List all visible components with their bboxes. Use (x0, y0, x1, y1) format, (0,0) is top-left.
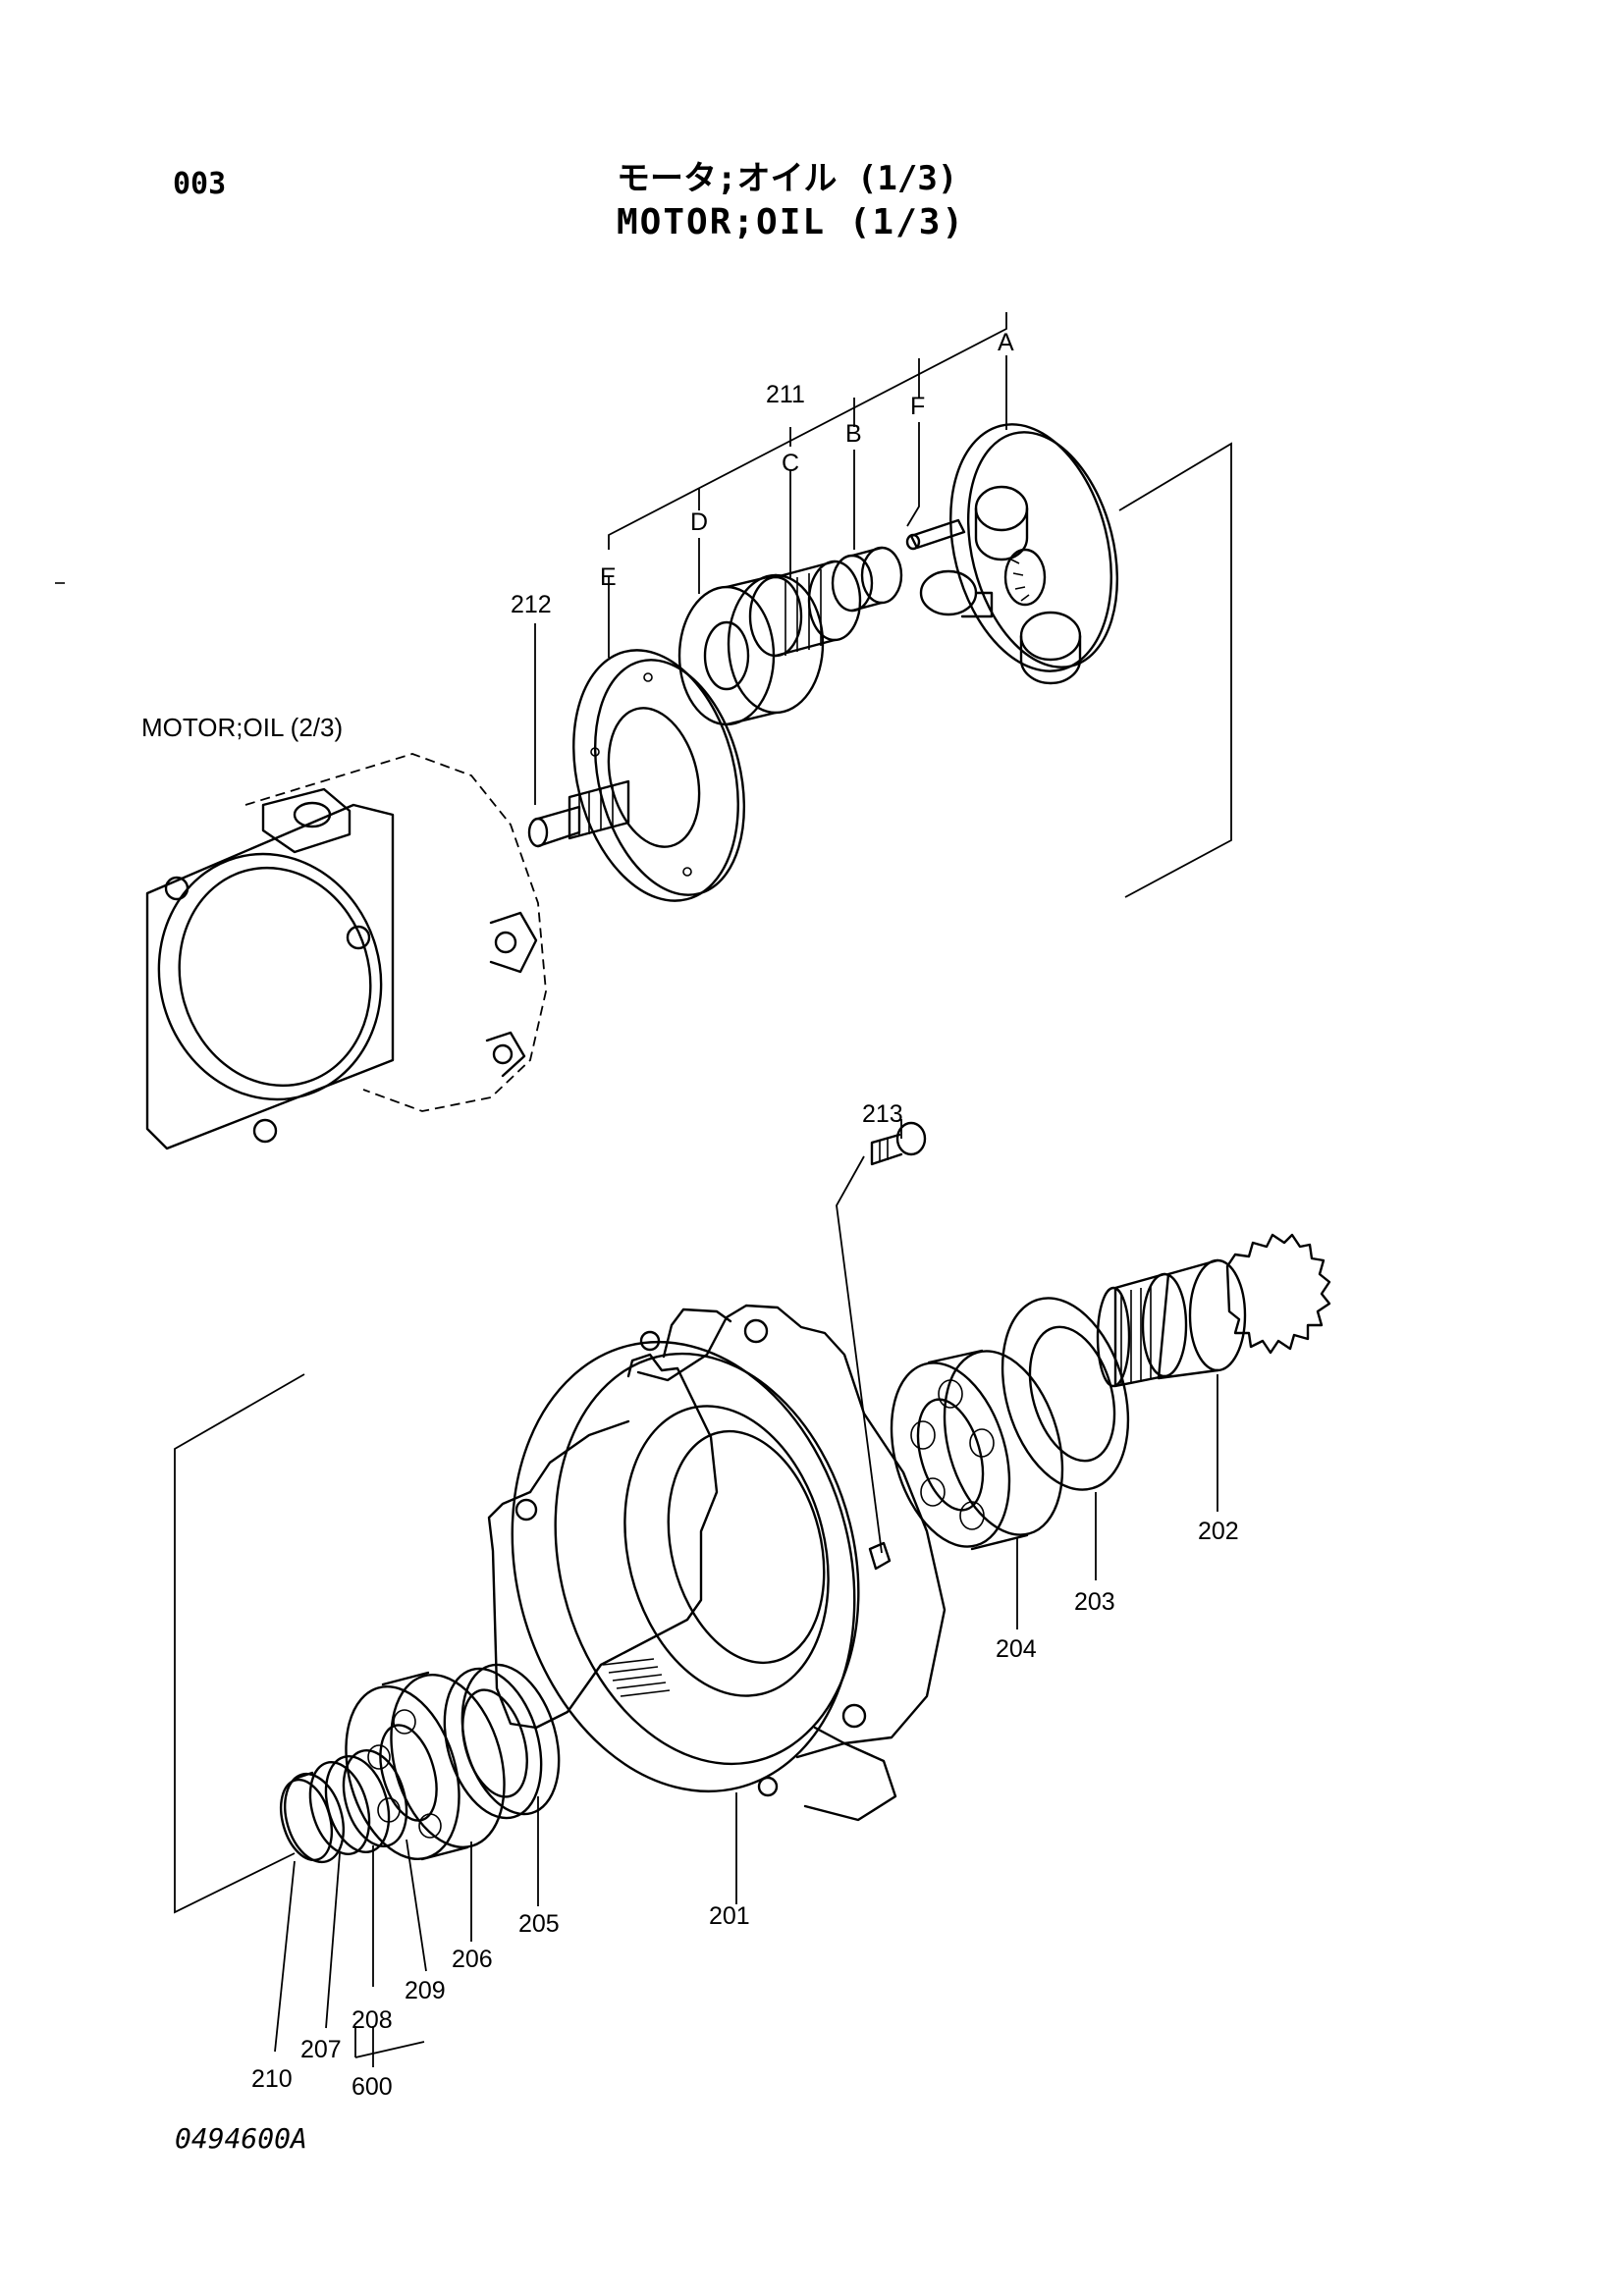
callout-201: 201 (709, 1902, 750, 1930)
planet-carrier-A (919, 423, 1119, 685)
callout-labels: A F 211 B C D E 212 213 202 203 204 201 … (251, 329, 1239, 2101)
shims-and-rings (274, 1749, 427, 2067)
callout-208: 208 (352, 2006, 393, 2034)
lower-frame-lines (174, 1373, 305, 1914)
callout-A: A (998, 329, 1014, 356)
plug-213 (836, 1119, 927, 1554)
callout-212: 212 (511, 591, 552, 618)
title-english: MOTOR;OIL (1/3) (617, 202, 966, 242)
callout-210: 210 (251, 2065, 293, 2093)
callout-204: 204 (996, 1635, 1037, 1663)
motor-housing-reference (145, 753, 547, 1150)
callout-206: 206 (452, 1946, 493, 1973)
upper-frame-lines (1118, 442, 1232, 898)
upper-leaders (534, 355, 1007, 805)
callout-211: 211 (766, 381, 805, 408)
ball-bearing-204 (890, 1349, 1064, 1629)
callout-202: 202 (1198, 1518, 1239, 1545)
needle-bearing-C (748, 560, 862, 658)
sleeve-B (831, 546, 903, 613)
callout-B: B (845, 420, 862, 448)
callout-600: 600 (352, 2073, 393, 2101)
reference-label-motor-oil-2-3: MOTOR;OIL (2/3) (141, 713, 344, 742)
page-code: 003 (173, 167, 227, 201)
callout-213: 213 (862, 1100, 903, 1128)
callout-205: 205 (518, 1910, 560, 1938)
callout-F: F (910, 393, 925, 420)
drawing-id: 0494600A (175, 2122, 307, 2155)
ball-bearing-206 (345, 1671, 506, 1942)
title-japanese: モータ;オイル (1/3) (617, 159, 958, 198)
callout-D: D (690, 508, 708, 536)
callout-207: 207 (300, 2036, 342, 2063)
washer-203 (1001, 1297, 1130, 1580)
callout-E: E (600, 563, 617, 591)
splined-shaft-212 (527, 779, 630, 848)
callout-C: C (782, 450, 799, 477)
callout-209: 209 (405, 1977, 446, 2004)
oil-seal-205 (443, 1663, 561, 1906)
callout-203: 203 (1074, 1588, 1115, 1616)
group-bracket (608, 312, 1007, 550)
pin-F (905, 518, 966, 551)
drive-shaft-202 (1096, 1233, 1331, 1512)
housing-201 (487, 1304, 947, 1904)
